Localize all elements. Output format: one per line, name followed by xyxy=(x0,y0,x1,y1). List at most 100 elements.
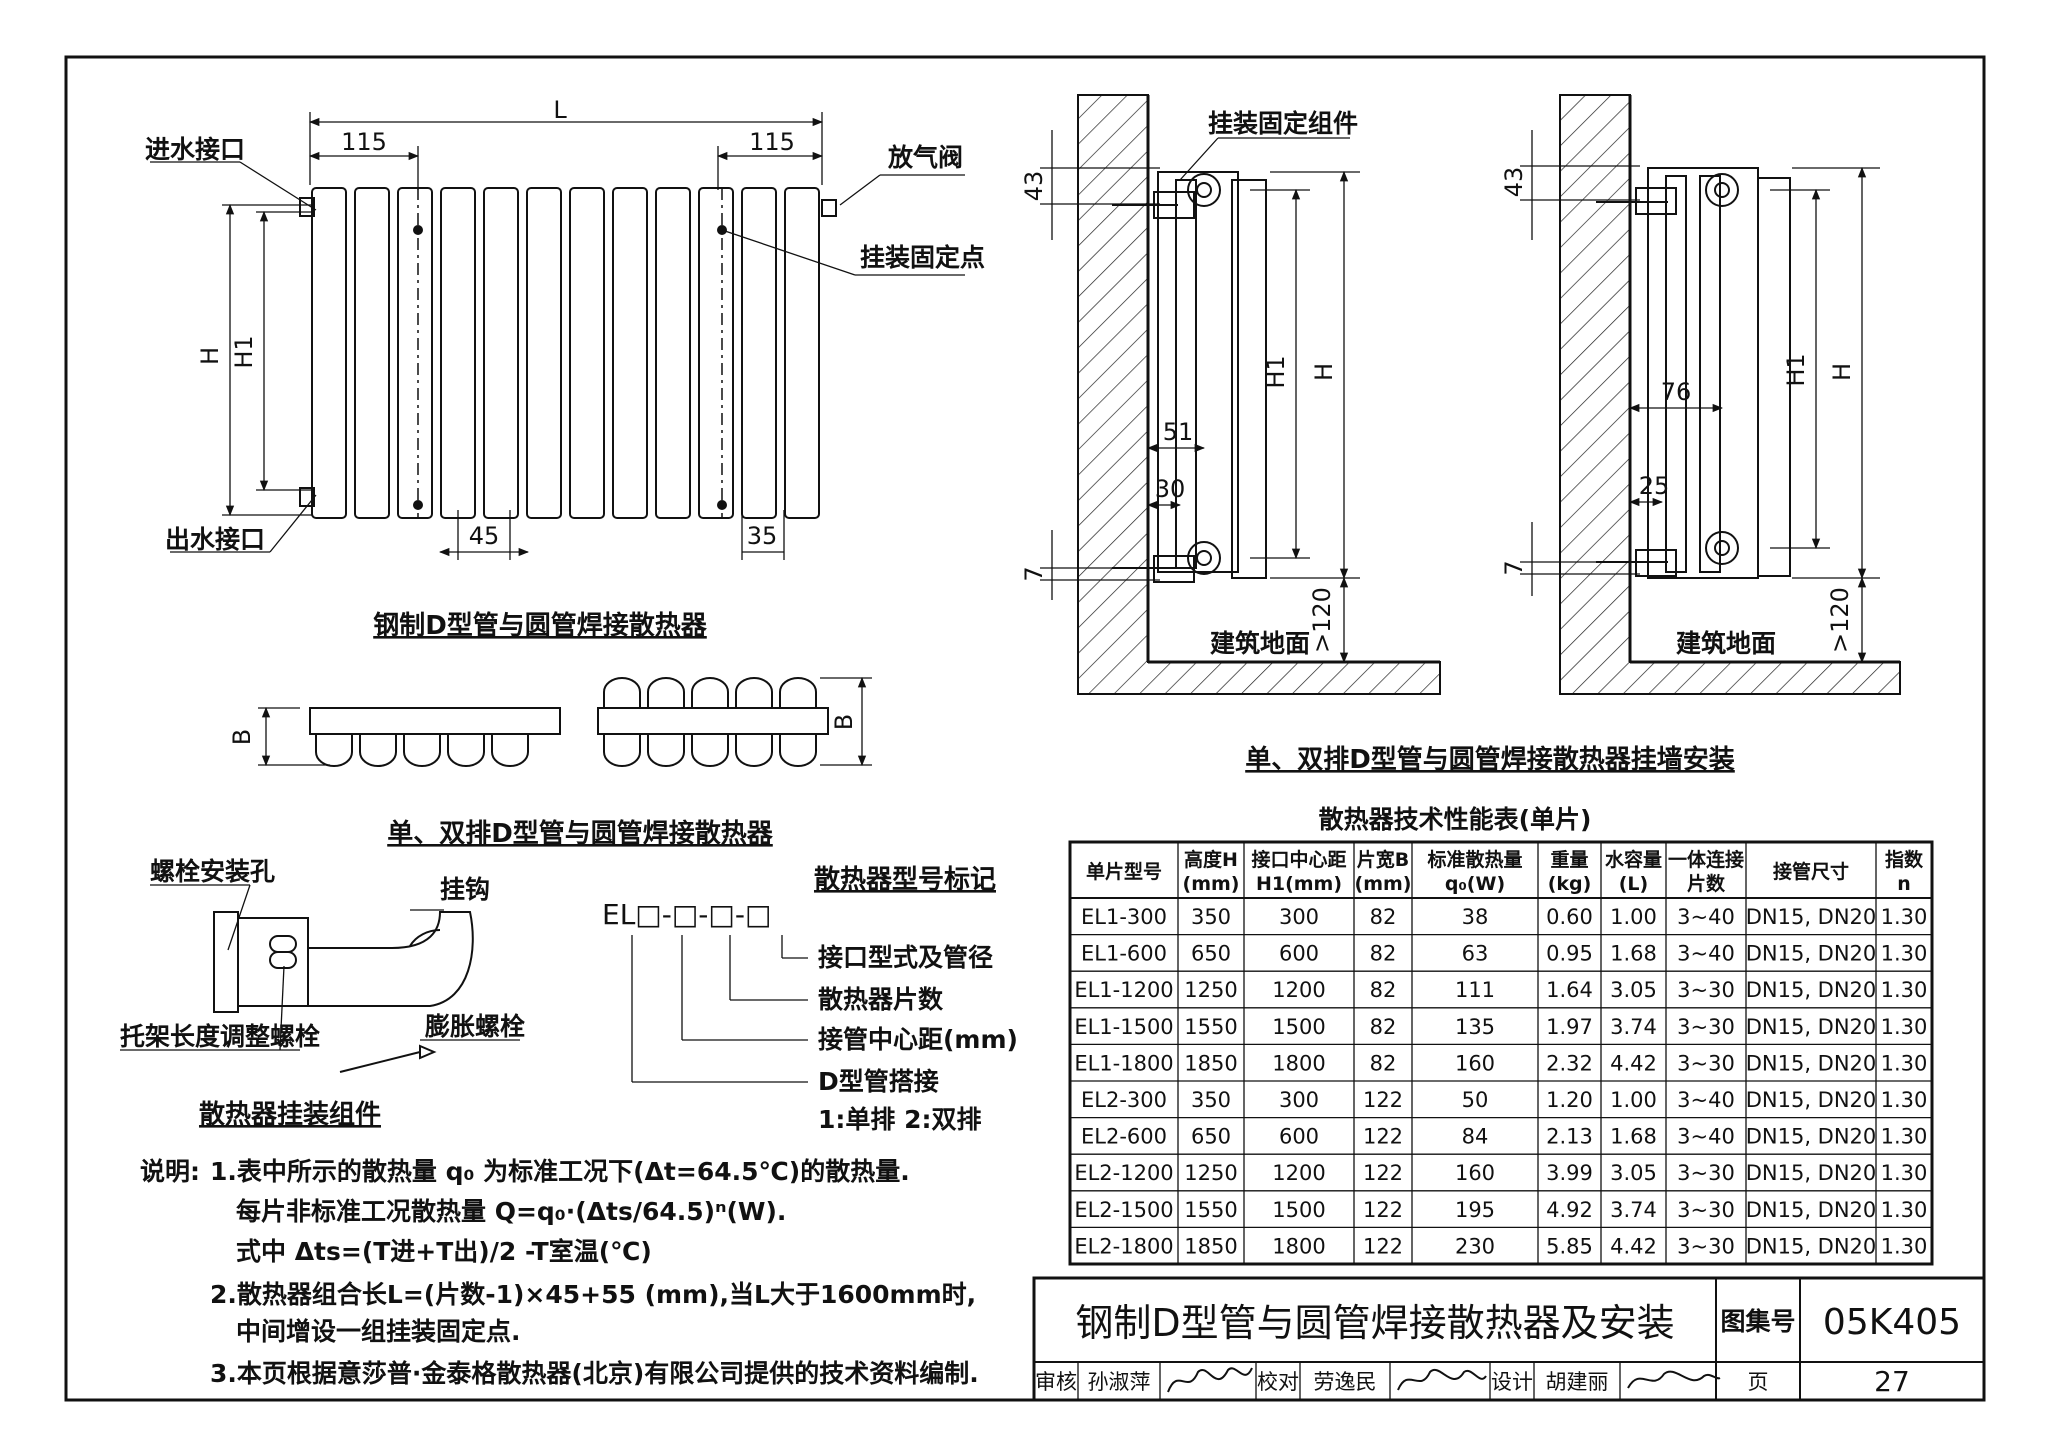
dim-H: H xyxy=(196,347,224,365)
radiator-fin xyxy=(741,187,777,519)
table-cell: 600 xyxy=(1279,942,1319,966)
table-cell: 1.30 xyxy=(1881,1125,1928,1149)
table-cell: 1.30 xyxy=(1881,905,1928,929)
dim-H1: H1 xyxy=(230,335,258,368)
signature-designer xyxy=(1627,1370,1721,1389)
table-cell: 350 xyxy=(1191,905,1231,929)
table-cell: 84 xyxy=(1462,1125,1489,1149)
table-cell: 4.42 xyxy=(1610,1051,1657,1075)
table-cell: 3~40 xyxy=(1677,1088,1735,1112)
dim-25: 25 xyxy=(1639,472,1670,500)
section-loop-bottom xyxy=(647,734,685,767)
table-cell: 3.74 xyxy=(1610,1198,1657,1222)
dim-115-right: 115 xyxy=(749,128,795,156)
dim-B-right: B xyxy=(830,714,858,730)
table-cell: 1.68 xyxy=(1610,1125,1657,1149)
tb-page-no: 27 xyxy=(1874,1365,1910,1398)
dim-H1-b: H1 xyxy=(1782,353,1810,386)
label-air-valve: 放气阀 xyxy=(887,143,963,172)
radiator-fin xyxy=(526,187,562,519)
section-loop xyxy=(403,734,441,767)
table-cell: 1.30 xyxy=(1881,978,1928,1002)
table-header-cell: 片数 xyxy=(1687,872,1726,895)
label-mount-point: 挂装固定点 xyxy=(860,243,985,272)
dim-7-b: 7 xyxy=(1500,560,1528,575)
table-cell: 82 xyxy=(1370,942,1397,966)
radiator-fin xyxy=(784,187,820,519)
caption-bracket: 散热器挂装组件 xyxy=(199,1099,381,1130)
table-cell: 82 xyxy=(1370,978,1397,1002)
section-loop-bottom xyxy=(691,734,729,767)
table-header-cell: 一体连接 xyxy=(1668,848,1744,871)
table-cell: 111 xyxy=(1455,978,1495,1002)
table-header-cell: 高度H xyxy=(1184,848,1238,871)
radiator-fin xyxy=(569,187,605,519)
table-cell: 300 xyxy=(1279,1088,1319,1112)
radiator-fin xyxy=(483,187,519,519)
table-header-cell: (L) xyxy=(1619,873,1648,895)
table-header-cell: 水容量 xyxy=(1605,848,1662,871)
table-cell: 3~40 xyxy=(1677,1125,1735,1149)
section-loop-top xyxy=(779,677,817,708)
label-bolt-hole: 螺栓安装孔 xyxy=(150,857,275,886)
table-cell: 1200 xyxy=(1272,978,1325,1002)
table-cell: EL2-300 xyxy=(1081,1088,1167,1112)
wall-install-double: 43 7 76 25 H1 H >120 建筑地面 xyxy=(1500,94,1901,695)
table-cell: 350 xyxy=(1191,1088,1231,1112)
table-cell: 1250 xyxy=(1184,978,1237,1002)
dim-43-b: 43 xyxy=(1500,167,1528,198)
radiator-sections: B B 单、双排D型管与圆管焊接散热器 xyxy=(228,676,872,849)
note-1c: 式中 Δts=(T进+T出)/2 -T室温(℃) xyxy=(236,1237,652,1266)
table-cell: 1800 xyxy=(1272,1051,1325,1075)
model-item-5: 1:单排 2:双排 xyxy=(818,1105,982,1134)
table-cell: 3.74 xyxy=(1610,1015,1657,1039)
caption-elevation: 钢制D型管与圆管焊接散热器 xyxy=(373,611,708,641)
table-cell: 1.30 xyxy=(1881,1088,1928,1112)
table-header-cell: 标准散热量 xyxy=(1427,848,1522,871)
table-cell: 300 xyxy=(1279,905,1319,929)
section-loop xyxy=(359,734,397,767)
section-loop-top xyxy=(735,677,773,708)
table-cell: 82 xyxy=(1370,1051,1397,1075)
tb-atlas-no: 05K405 xyxy=(1823,1302,1961,1343)
table-cell: 0.95 xyxy=(1546,942,1593,966)
tb-checker: 劳逸民 xyxy=(1314,1370,1377,1394)
table-cell: 1.30 xyxy=(1881,1051,1928,1075)
dim-45: 45 xyxy=(469,522,500,550)
table-cell: 3.99 xyxy=(1546,1161,1593,1185)
table-cell: EL1-300 xyxy=(1081,905,1167,929)
table-cell: 3~30 xyxy=(1677,1051,1735,1075)
label-adjust-bolt: 托架长度调整螺栓 xyxy=(120,1022,320,1051)
model-item-1: 接口型式及管径 xyxy=(818,943,993,972)
table-cell: 82 xyxy=(1370,905,1397,929)
table-cell: 1800 xyxy=(1272,1234,1325,1258)
tb-designer: 胡建丽 xyxy=(1546,1370,1609,1394)
note-3: 3.本页根据意莎普·金泰格散热器(北京)有限公司提供的技术资料编制. xyxy=(210,1359,979,1388)
performance-table: 散热器技术性能表(单片) 单片型号高度H(mm)接口中心距H1(mm)片宽B(m… xyxy=(1068,805,1934,1266)
table-header-cell: 接口中心距 xyxy=(1251,848,1346,871)
dim-H-a: H xyxy=(1310,363,1338,381)
model-item-3: 接管中心距(mm) xyxy=(818,1025,1018,1054)
table-cell: DN15, DN20 xyxy=(1746,942,1877,966)
note-1b: 每片非标准工况散热量 Q=q₀·(Δts/64.5)ⁿ(W). xyxy=(236,1197,786,1226)
dim-H-b: H xyxy=(1828,363,1856,381)
table-header-cell: 单片型号 xyxy=(1086,860,1162,883)
section-loop-bottom xyxy=(603,734,641,767)
table-cell: DN15, DN20 xyxy=(1746,1234,1877,1258)
table-cell: 1250 xyxy=(1184,1161,1237,1185)
table-header-cell: n xyxy=(1897,873,1911,895)
table-frame xyxy=(1068,840,1934,1266)
table-cell: 650 xyxy=(1191,942,1231,966)
table-cell: DN15, DN20 xyxy=(1746,1015,1877,1039)
table-cell: DN15, DN20 xyxy=(1746,1125,1877,1149)
table-cell: 3~30 xyxy=(1677,1234,1735,1258)
table-cell: EL1-1500 xyxy=(1074,1015,1173,1039)
dim-7-a: 7 xyxy=(1020,566,1048,581)
table-header-cell: 片宽B xyxy=(1357,848,1409,871)
table-cell: 600 xyxy=(1279,1125,1319,1149)
radiator-fin xyxy=(397,187,433,519)
table-header-cell: (kg) xyxy=(1548,873,1592,895)
table-cell: 3~30 xyxy=(1677,1015,1735,1039)
section-loop-bottom xyxy=(779,734,817,767)
table-cell: EL2-600 xyxy=(1081,1125,1167,1149)
